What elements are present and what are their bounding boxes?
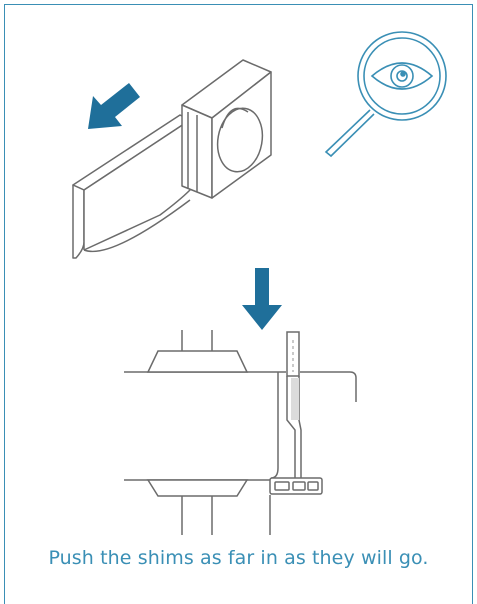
arrow-left-icon [88,83,140,129]
installation-cross-section [124,330,357,535]
arrow-down-icon [242,268,282,330]
instruction-frame [4,4,473,604]
magnifier-eye-icon [324,31,447,158]
instruction-caption: Push the shims as far in as they will go… [48,547,429,569]
shim-illustration [72,59,272,259]
